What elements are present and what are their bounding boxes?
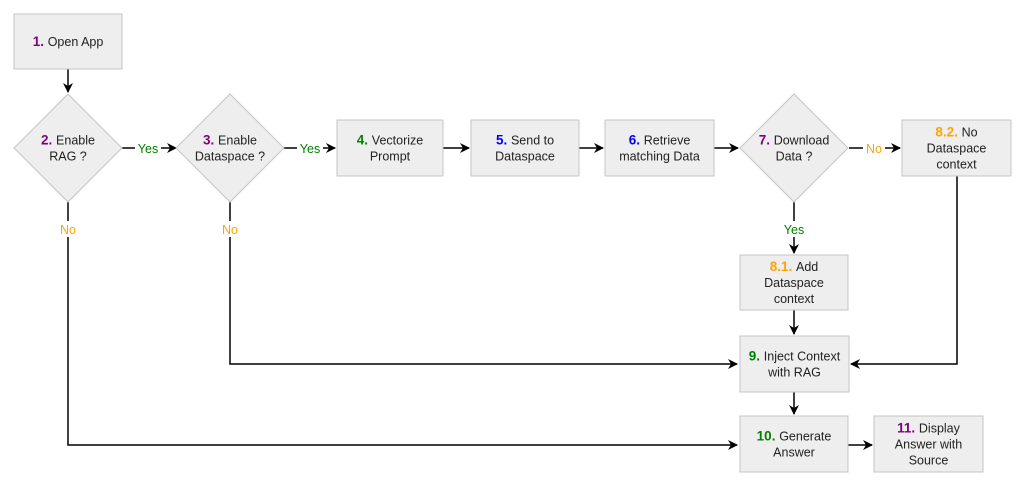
node-label-line: 7. Download — [759, 133, 830, 148]
edge-label-2-10-no: No — [60, 223, 76, 237]
node-label-line: context — [774, 292, 815, 306]
step-label: Open App — [48, 35, 104, 49]
step-number: 10. — [757, 429, 780, 444]
step-label: Inject Context — [764, 350, 841, 364]
edge-label-3-4-yes: Yes — [300, 142, 320, 156]
step-label: Enable — [56, 134, 95, 148]
edges — [63, 69, 958, 450]
edge-82-to-9 — [850, 176, 958, 369]
step-label: No — [962, 126, 978, 140]
node-label-line: 4. Vectorize — [357, 133, 423, 148]
edge-label-3-9-no: No — [222, 223, 238, 237]
node-label-line: 3. Enable — [203, 133, 257, 148]
step-label: Display — [919, 422, 961, 436]
edge-label-7-82-no: No — [866, 142, 882, 156]
node-label-line: 8.1. Add — [770, 259, 819, 274]
node-label-line: 5. Send to — [496, 133, 554, 148]
node-label-line: 8.2. No — [935, 125, 977, 140]
node-label-line: 11. Display — [897, 421, 961, 436]
edge-labels: Yes Yes No Yes No No — [57, 140, 885, 237]
node-label-line: Dataspace — [495, 150, 555, 164]
edge-3-to-9-no — [229, 202, 738, 369]
node-open-app-text: 1. Open App — [33, 34, 104, 49]
node-label-line: Dataspace — [764, 276, 824, 290]
step-number: 11. — [897, 421, 919, 436]
step-number: 8.2. — [935, 125, 961, 140]
step-number: 6. — [629, 133, 644, 148]
node-label-line: Dataspace — [927, 142, 987, 156]
node-label-line: 2. Enable — [41, 133, 95, 148]
node-label-line: Data ? — [776, 150, 813, 164]
step-label: Add — [796, 260, 818, 274]
node-retrieve-matching-data-text: 6. Retrieve matching Data — [619, 133, 700, 164]
step-label: Enable — [218, 134, 257, 148]
node-label-line: Answer with — [895, 438, 962, 452]
step-label: Vectorize — [372, 134, 423, 148]
node-label-line: Prompt — [370, 150, 411, 164]
step-number: 1. — [33, 34, 48, 49]
step-number: 7. — [759, 133, 774, 148]
node-send-to-dataspace-text: 5. Send to Dataspace — [495, 133, 555, 164]
node-send-to-dataspace: 5. Send to Dataspace — [470, 119, 580, 177]
node-retrieve-matching-data: 6. Retrieve matching Data — [604, 119, 715, 177]
node-inject-context-text: 9. Inject Context with RAG — [749, 349, 841, 380]
step-number: 2. — [41, 133, 56, 148]
node-label-line: 10. Generate — [757, 429, 832, 444]
node-label-line: Dataspace ? — [195, 150, 265, 164]
step-label: Send to — [511, 134, 554, 148]
step-number: 9. — [749, 349, 764, 364]
node-label-line: matching Data — [619, 150, 700, 164]
step-label: Generate — [779, 430, 831, 444]
node-open-app: 1. Open App — [13, 13, 123, 70]
node-label-line: RAG ? — [49, 150, 87, 164]
step-number: 8.1. — [770, 259, 796, 274]
edge-label-2-3-yes: Yes — [138, 142, 158, 156]
step-number: 3. — [203, 133, 218, 148]
edge-label-7-81-yes: Yes — [784, 223, 804, 237]
step-label: Retrieve — [644, 134, 691, 148]
node-inject-context: 9. Inject Context with RAG — [739, 335, 850, 393]
step-number: 4. — [357, 133, 372, 148]
node-label-line: 6. Retrieve — [629, 133, 691, 148]
step-label: Download — [774, 134, 830, 148]
node-label-line: 9. Inject Context — [749, 349, 841, 364]
node-label-line: 1. Open App — [33, 34, 104, 49]
edge-2-to-10-no — [67, 202, 738, 450]
node-label-line: Answer — [773, 446, 815, 460]
step-number: 5. — [496, 133, 511, 148]
node-label-line: Source — [909, 454, 949, 468]
node-label-line: with RAG — [767, 366, 821, 380]
node-label-line: context — [936, 158, 977, 172]
